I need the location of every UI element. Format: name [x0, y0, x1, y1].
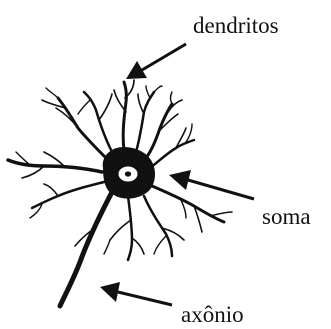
axon-arrow: [100, 282, 172, 305]
soma-arrow: [169, 170, 254, 199]
nucleolus: [125, 171, 131, 176]
dendrites-lower: [104, 196, 144, 260]
dendrites-upper-right: [146, 92, 194, 168]
dendrites-label: dendritos: [193, 13, 279, 38]
dendrites-arrow: [126, 44, 186, 79]
dendrites-right: [144, 186, 232, 256]
neuron: [8, 80, 232, 306]
dendrites-left: [8, 152, 104, 218]
soma-label: soma: [262, 204, 311, 229]
dendrites-upper-left: [42, 88, 112, 160]
axon-label: axônio: [181, 302, 244, 327]
